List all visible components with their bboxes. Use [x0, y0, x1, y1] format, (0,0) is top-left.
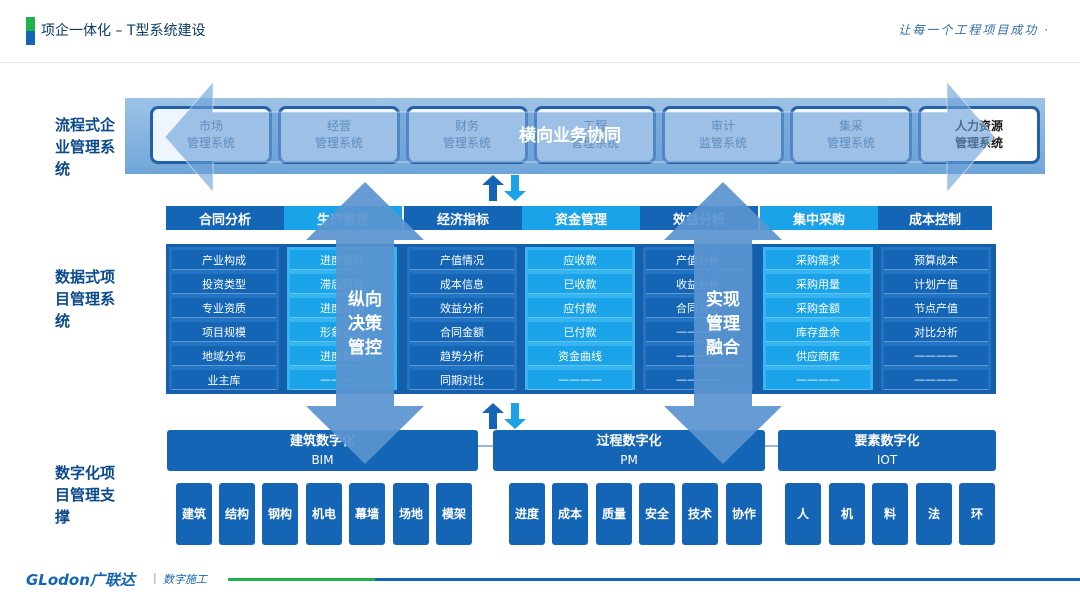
digital-item: 幕墙 [349, 483, 385, 545]
vertical-arrow-left-label: 纵向 决策 管控 [335, 288, 395, 360]
section-label-process: 流程式企业管理系统 [55, 116, 116, 178]
digital-item: 进度 [509, 483, 545, 545]
data-cell: 库存盘余 [766, 322, 870, 342]
horizontal-arrow-label: 横向业务协同 [519, 126, 621, 146]
digital-item: 成本 [552, 483, 588, 545]
digital-item: 机电 [306, 483, 342, 545]
vertical-arrow-left [306, 182, 424, 464]
data-column [525, 247, 635, 390]
data-cell: 效益分析 [410, 298, 514, 318]
data-cell: 资金曲线 [528, 346, 632, 366]
data-column [169, 247, 279, 390]
digital-item: 质量 [596, 483, 632, 545]
data-cell: 产值情况 [410, 250, 514, 270]
data-cell: 专业资质 [172, 298, 276, 318]
footer-line-blue [375, 578, 1080, 581]
sync-arrows-top [482, 175, 526, 201]
data-cell: 应付款 [528, 298, 632, 318]
digital-item: 法 [916, 483, 952, 545]
right-arrow-line-2: 管理 [706, 314, 740, 334]
data-cell: 投资类型 [172, 274, 276, 294]
digital-item: 人 [785, 483, 821, 545]
footer-tagline: 数字施工 [163, 573, 207, 586]
data-cell: 项目规模 [172, 322, 276, 342]
digital-item: 料 [872, 483, 908, 545]
digital-group-subtitle: IOT [876, 453, 898, 467]
data-cell: ———— [884, 370, 988, 390]
data-cell: ———— [884, 346, 988, 366]
left-arrow-line-3: 管控 [348, 338, 382, 358]
data-cell: 趋势分析 [410, 346, 514, 366]
data-cell: 节点产值 [884, 298, 988, 318]
data-cell: 成本信息 [410, 274, 514, 294]
category-tab[interactable]: 合同分析 [166, 206, 284, 230]
data-cell: 采购金额 [766, 298, 870, 318]
right-arrow-line-1: 实现 [706, 290, 740, 310]
data-cell: 采购需求 [766, 250, 870, 270]
data-cell: ———— [528, 370, 632, 390]
digital-item: 安全 [639, 483, 675, 545]
data-cell: 同期对比 [410, 370, 514, 390]
data-cell: 产业构成 [172, 250, 276, 270]
data-cell: 地域分布 [172, 346, 276, 366]
data-cell: 应收款 [528, 250, 632, 270]
page-slogan: 让每一个工程项目成功 · [898, 23, 1050, 37]
data-column [881, 247, 991, 390]
digital-item: 建筑 [176, 483, 212, 545]
data-column [763, 247, 873, 390]
data-cell: 业主库 [172, 370, 276, 390]
digital-item: 钢构 [262, 483, 298, 545]
digital-group-header: 要素数字化 IOT [778, 430, 996, 471]
digital-item: 结构 [219, 483, 255, 545]
header-divider [0, 62, 1080, 63]
vertical-arrow-right [664, 182, 782, 464]
category-tab[interactable]: 资金管理 [522, 206, 640, 230]
digital-group-subtitle: BIM [311, 453, 334, 467]
category-tab[interactable]: 成本控制 [878, 206, 992, 230]
data-cell: 已付款 [528, 322, 632, 342]
digital-item: 模架 [436, 483, 472, 545]
left-arrow-line-2: 决策 [348, 314, 382, 334]
footer-line-green [228, 578, 375, 581]
data-cell: 合同金额 [410, 322, 514, 342]
digital-item: 技术 [682, 483, 718, 545]
page-title: 项企一体化 – T型系统建设 [41, 23, 206, 39]
digital-group-subtitle: PM [620, 453, 638, 467]
horizontal-arrow [165, 82, 995, 192]
data-cell: 供应商库 [766, 346, 870, 366]
sync-arrows-bottom [482, 403, 526, 429]
digital-group-title: 过程数字化 [596, 434, 662, 449]
digital-group-title: 要素数字化 [854, 434, 920, 449]
data-cell: ———— [766, 370, 870, 390]
data-column [407, 247, 517, 390]
header-mark [26, 17, 35, 45]
data-cell: 计划产值 [884, 274, 988, 294]
data-cell: 对比分析 [884, 322, 988, 342]
data-cell: 采购用量 [766, 274, 870, 294]
footer-divider-mark: | [153, 571, 157, 584]
right-arrow-line-3: 融合 [706, 338, 740, 358]
digital-item: 协作 [726, 483, 762, 545]
digital-item: 环 [959, 483, 995, 545]
footer-logo-text: GLodon广联达 [26, 571, 135, 589]
left-arrow-line-1: 纵向 [348, 290, 382, 310]
data-cell: 预算成本 [884, 250, 988, 270]
digital-item: 机 [829, 483, 865, 545]
category-tab[interactable]: 集中采购 [760, 206, 878, 230]
category-tab[interactable]: 经济指标 [404, 206, 522, 230]
section-label-digital: 数字化项目管理支撑 [55, 464, 116, 526]
digital-item: 场地 [393, 483, 429, 545]
section-label-data: 数据式项目管理系统 [55, 268, 116, 330]
vertical-arrow-right-label: 实现 管理 融合 [693, 288, 753, 360]
footer-logo: GLodon广联达 [26, 569, 135, 590]
data-cell: 已收款 [528, 274, 632, 294]
